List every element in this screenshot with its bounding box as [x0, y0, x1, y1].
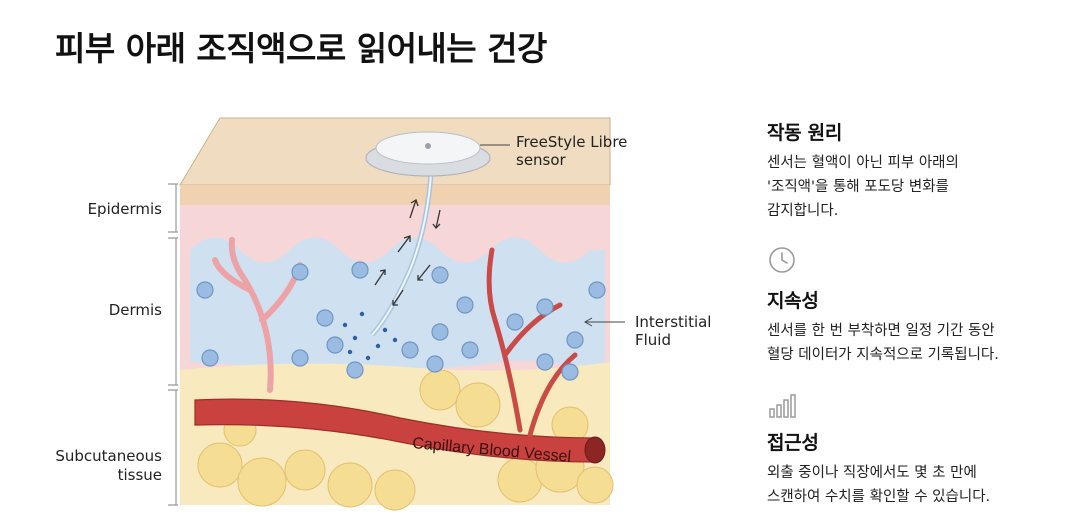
dermis-label: Dermis	[80, 301, 162, 319]
fluid-callout: Interstitial Fluid	[635, 313, 712, 349]
feature-desc: 외출 중이나 직장에서도 몇 초 만에 스캔하여 수치를 확인할 수 있습니다.	[767, 465, 991, 505]
vessel-opening	[584, 436, 606, 464]
subcutaneous-label: Subcutaneous tissue	[40, 428, 162, 485]
glucose-dots	[342, 311, 398, 361]
bar-chart-icon	[767, 393, 797, 423]
capillaries	[486, 247, 578, 438]
subcutaneous-text: Subcutaneous tissue	[55, 447, 162, 484]
feature-desc: 센서를 한 번 부착하면 일정 기간 동안 혈당 데이터가 지속적으로 기록됩니…	[767, 323, 999, 363]
feature-title: 작동 원리	[767, 122, 843, 144]
epidermis-text: Epidermis	[87, 200, 162, 218]
tissue-cells	[196, 261, 606, 381]
sensor-center	[425, 143, 431, 149]
sensor-callout: FreeStyle Libre sensor	[516, 133, 628, 169]
skin-diagram-svg: Capillary Blood Vessel	[168, 117, 625, 511]
flow-arrows	[374, 199, 441, 306]
page-title: 피부 아래 조직액으로 읽어내는 건강	[55, 29, 547, 68]
epidermis-layer	[180, 185, 610, 205]
clock-icon	[767, 245, 797, 279]
feature-continuity: 지속성 센서를 한 번 부착하면 일정 기간 동안 혈당 데이터가 지속적으로 …	[767, 286, 1057, 367]
feature-title: 접근성	[767, 432, 819, 454]
layer-brackets	[168, 183, 178, 506]
epidermis-label: Epidermis	[80, 200, 162, 218]
skin-cross-section-diagram: Capillary Blood Vessel	[0, 100, 720, 525]
feature-desc: 센서는 혈액이 아닌 피부 아래의 '조직액'을 통해 포도당 변화를 감지합니…	[767, 155, 959, 219]
dermis-text: Dermis	[108, 301, 162, 319]
feature-accessibility: 접근성 외출 중이나 직장에서도 몇 초 만에 스캔하여 수치를 확인할 수 있…	[767, 428, 1057, 509]
feature-title: 지속성	[767, 290, 819, 312]
feature-how-it-works: 작동 원리 센서는 혈액이 아닌 피부 아래의 '조직액'을 통해 포도당 변화…	[767, 118, 1057, 223]
